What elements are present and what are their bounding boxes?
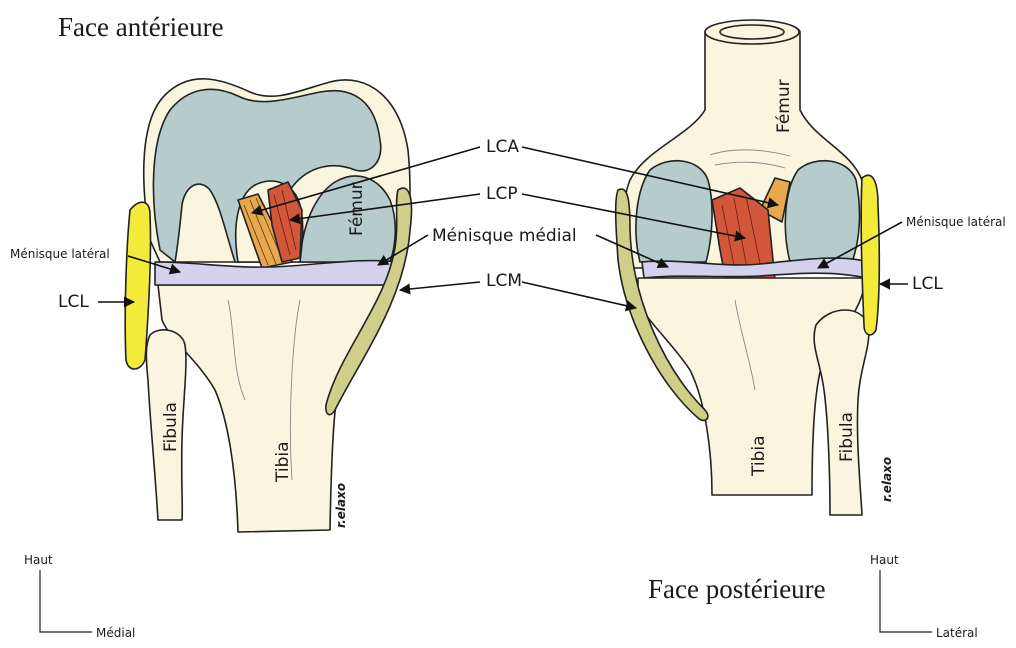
orientation-left-vertical: Haut <box>24 553 53 567</box>
label-lcl-left: LCL <box>58 292 89 312</box>
orientation-axis-left-line <box>40 570 92 632</box>
bone-femur-anterior: Fémur <box>347 182 367 236</box>
label-lcm: LCM <box>486 271 522 291</box>
bone-tibia-posterior: Tibia <box>749 435 769 477</box>
anterior-knee <box>125 79 411 532</box>
bone-fibula-anterior: Fibula <box>161 402 181 452</box>
bone-femur-posterior: Fémur <box>774 79 794 133</box>
label-menisque-medial: Ménisque médial <box>432 226 577 246</box>
signature-left: r.elaxo <box>334 483 348 528</box>
bone-fibula-posterior: Fibula <box>837 412 857 462</box>
arrow-lcm-posterior <box>522 282 636 308</box>
femur-posterior-cartilage-lateral <box>785 161 859 262</box>
orientation-left-horizontal: Médial <box>96 626 135 640</box>
title-posterior: Face postérieure <box>648 574 826 604</box>
arrow-lcm-anterior <box>400 282 480 290</box>
orientation-right-vertical: Haut <box>870 553 899 567</box>
label-lcl-right: LCL <box>912 274 943 294</box>
lcl-posterior-ligament <box>861 175 879 335</box>
tibia-anterior-bone <box>158 285 392 532</box>
lcl-anterior-ligament <box>125 202 150 369</box>
label-menisque-lateral-right: Ménisque latéral <box>906 215 1006 229</box>
label-lcp: LCP <box>486 184 518 204</box>
signature-right: r.elaxo <box>880 457 894 502</box>
orientation-axis-right-line <box>880 570 932 632</box>
orientation-axes-left: Haut Médial <box>24 553 135 640</box>
femur-posterior-shaft-hole <box>720 25 784 39</box>
title-anterior: Face antérieure <box>58 12 224 42</box>
orientation-axes-right: Haut Latéral <box>870 553 978 640</box>
bone-tibia-anterior: Tibia <box>273 441 293 483</box>
label-lca: LCA <box>486 137 519 157</box>
label-menisque-lateral-left: Ménisque latéral <box>10 247 110 261</box>
orientation-right-horizontal: Latéral <box>936 626 978 640</box>
